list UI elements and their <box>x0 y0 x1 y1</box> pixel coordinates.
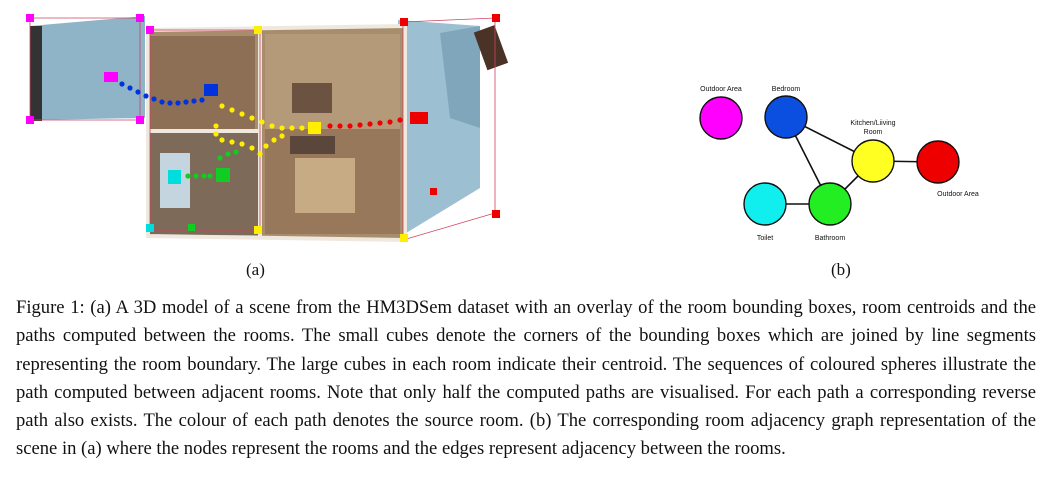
graph-nodes <box>699 95 960 226</box>
label-kitchen-line2: Room <box>864 129 883 136</box>
path-yellow <box>213 103 305 157</box>
node-outdoor-area-right <box>916 140 960 184</box>
label-outdoor-area-right: Outdoor Area <box>937 191 979 198</box>
path-green <box>185 149 239 179</box>
label-outdoor-area-left: Outdoor Area <box>700 86 742 93</box>
node-bedroom <box>764 95 808 139</box>
label-bathroom: Bathroom <box>815 235 846 242</box>
label-bedroom: Bedroom <box>772 86 801 93</box>
kitchen-area <box>265 34 400 129</box>
figure-caption: Figure 1: (a) A 3D model of a scene from… <box>16 297 1036 460</box>
right-patio-shadow <box>440 26 480 128</box>
sofa <box>290 136 335 154</box>
path-blue <box>119 81 205 106</box>
node-toilet <box>743 182 787 226</box>
node-outdoor-area-left <box>699 96 743 140</box>
room-adjacency-graph: Outdoor Area Bedroom Kitchen/Liiving Roo… <box>699 86 979 242</box>
figure-b-label: (b) <box>831 260 851 279</box>
corner-cubes <box>26 14 500 242</box>
node-bathroom <box>808 182 852 226</box>
left-deck <box>30 16 145 120</box>
left-deck-dark <box>30 26 42 121</box>
kitchen-island <box>292 83 332 113</box>
figure-a-label: (a) <box>246 260 265 279</box>
label-toilet: Toilet <box>757 235 773 242</box>
label-kitchen-line1: Kitchen/Liiving <box>850 120 895 127</box>
path-red <box>327 117 403 129</box>
node-kitchen-living-room <box>851 139 895 183</box>
centroid-cubes <box>104 72 428 184</box>
rug <box>295 158 355 213</box>
right-door <box>473 25 509 71</box>
bedroom-area <box>150 36 255 131</box>
scene-3d-render <box>26 14 509 243</box>
